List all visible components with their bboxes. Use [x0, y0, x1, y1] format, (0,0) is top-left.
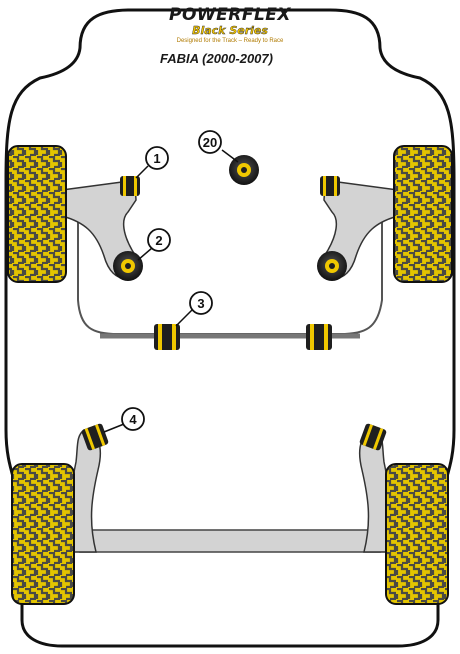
leader-3: [175, 309, 193, 327]
rear-left-tyre: [11, 463, 75, 605]
brand-tagline: Designed for the Track – Ready to Race: [176, 38, 284, 44]
callout-3-label: 3: [197, 296, 204, 311]
bush-3-left: [154, 324, 180, 350]
bush-1-left: [120, 176, 140, 196]
callout-1: 1: [145, 146, 169, 170]
rear-right-tyre: [385, 463, 449, 605]
front-right-tyre: [393, 145, 453, 283]
left-trailing-arm: [67, 429, 102, 553]
bush-2-right: [317, 251, 347, 281]
bush-4-left: [81, 423, 109, 451]
bush-1-right: [320, 176, 340, 196]
leader-2: [137, 247, 153, 261]
bush-4-right: [359, 423, 387, 451]
callout-4-label: 4: [129, 412, 137, 427]
bush-20: [229, 155, 259, 185]
callout-2: 2: [147, 228, 171, 252]
model-title: FABIA (2000-2007): [160, 51, 273, 66]
car-body-outline: [4, 8, 456, 648]
brand-name: POWERFLEX: [168, 5, 292, 25]
leader-4: [103, 423, 125, 433]
leader-20: [221, 149, 239, 163]
callout-4: 4: [121, 407, 145, 431]
bush-2-left: [113, 251, 143, 281]
callout-2-label: 2: [155, 233, 162, 248]
brand-logo: POWERFLEX Black Series Designed for the …: [158, 6, 302, 76]
front-left-tyre: [7, 145, 67, 283]
leader-1: [135, 165, 149, 179]
bush-3-right: [306, 324, 332, 350]
callout-1-label: 1: [153, 151, 160, 166]
brand-series: Black Series: [192, 24, 268, 37]
callout-20: 20: [198, 130, 222, 154]
right-trailing-arm: [358, 429, 393, 553]
callout-20-label: 20: [203, 135, 217, 150]
rear-beam: [79, 529, 381, 553]
callout-3: 3: [189, 291, 213, 315]
